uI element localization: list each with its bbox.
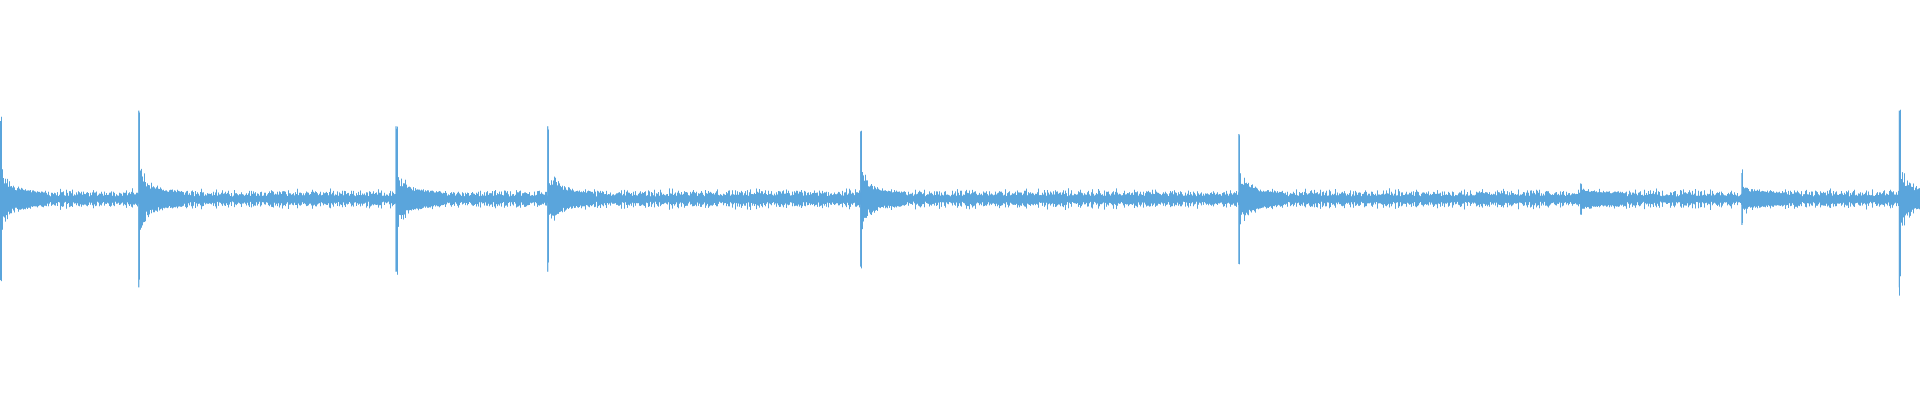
waveform-samples: [0, 109, 1920, 296]
waveform-path: [0, 109, 1920, 296]
